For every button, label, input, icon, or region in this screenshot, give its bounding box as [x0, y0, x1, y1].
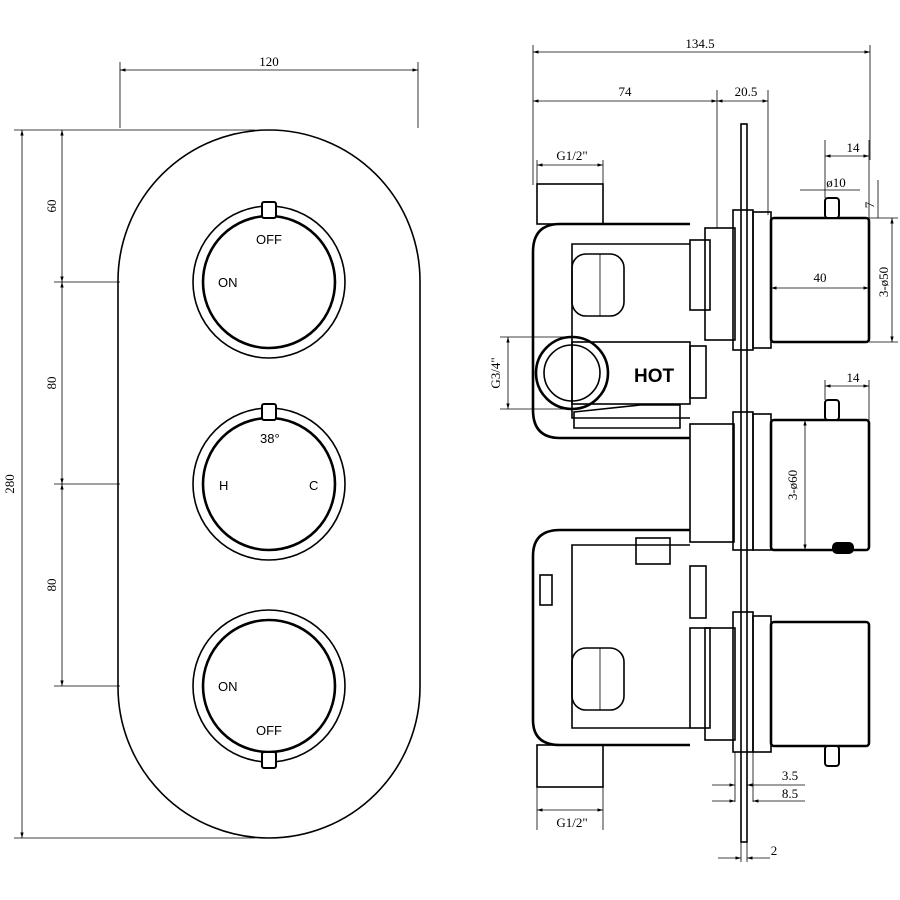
top-handle-on-label: ON [218, 275, 238, 290]
hot-side-label: H [219, 478, 228, 493]
flange-dimensions: 3.5 8.5 2 [712, 752, 805, 862]
flange-b-value: 8.5 [782, 786, 798, 801]
bottom-handle-indicator [261, 751, 277, 769]
hot-inlet-size: G3/4" [488, 357, 503, 388]
pin-diameter-value: ø10 [826, 175, 846, 190]
front-view: 120 280 60 80 80 OFF ON [2, 54, 421, 839]
handle-length-value: 40 [814, 270, 827, 285]
top-handle-off-label: OFF [256, 232, 282, 247]
bottom-inlet-size: G1/2" [556, 815, 587, 830]
top-handle-pin [824, 197, 840, 219]
upper-spacing-value: 80 [44, 377, 59, 390]
middle-handle: 38° H C [192, 403, 346, 561]
top-offset-value: 60 [44, 200, 59, 213]
front-spacing-dimensions: 60 80 80 [44, 130, 120, 687]
bottom-handle-on-label: ON [218, 679, 238, 694]
large-handle-diameter-value: 3-ø60 [785, 470, 800, 500]
flange-a-value: 3.5 [782, 768, 798, 783]
small-handle-diameter-value: 3-ø50 [876, 267, 891, 297]
middle-handle-indicator [261, 403, 277, 421]
front-width-value: 120 [259, 54, 279, 69]
wall-plate [732, 123, 754, 843]
top-pin-offset-value: 14 [847, 140, 861, 155]
bottom-handle-off-label: OFF [256, 723, 282, 738]
valve-body [531, 222, 711, 747]
body-depth-value: 74 [619, 84, 633, 99]
front-height-value: 280 [2, 474, 17, 494]
top-handle-indicator [261, 201, 277, 219]
plate-thickness-value: 2 [771, 843, 778, 858]
bottom-inlet: G1/2" [536, 744, 604, 830]
front-height-dimension: 280 [2, 129, 255, 839]
top-inlet-size: G1/2" [556, 148, 587, 163]
front-width-dimension: 120 [119, 54, 419, 128]
bottom-handle: ON OFF [192, 609, 346, 769]
pin-height-value: 7 [862, 201, 877, 208]
cold-side-label: C [309, 478, 318, 493]
side-depth-dimensions: 134.5 74 20.5 [532, 36, 871, 228]
lower-spacing-value: 80 [44, 579, 59, 592]
overall-depth-value: 134.5 [685, 36, 714, 51]
bottom-handle-pin [824, 745, 840, 767]
hot-inlet: G3/4" HOT [488, 335, 675, 411]
top-inlet: G1/2" [536, 148, 604, 225]
hot-label: HOT [634, 366, 675, 387]
plate-depth-value: 20.5 [735, 84, 758, 99]
mid-pin-offset-value: 14 [847, 370, 861, 385]
top-handle: OFF ON [192, 201, 346, 359]
middle-handle-pin [824, 399, 840, 421]
middle-handle-side: 14 3-ø60 [689, 370, 871, 554]
temperature-label: 38° [260, 431, 280, 446]
top-handle-side: 14 ø10 7 40 3-ø50 [704, 140, 898, 349]
bottom-handle-side [704, 615, 871, 767]
side-view: 134.5 74 20.5 G1/2" G1/2" [488, 36, 898, 862]
